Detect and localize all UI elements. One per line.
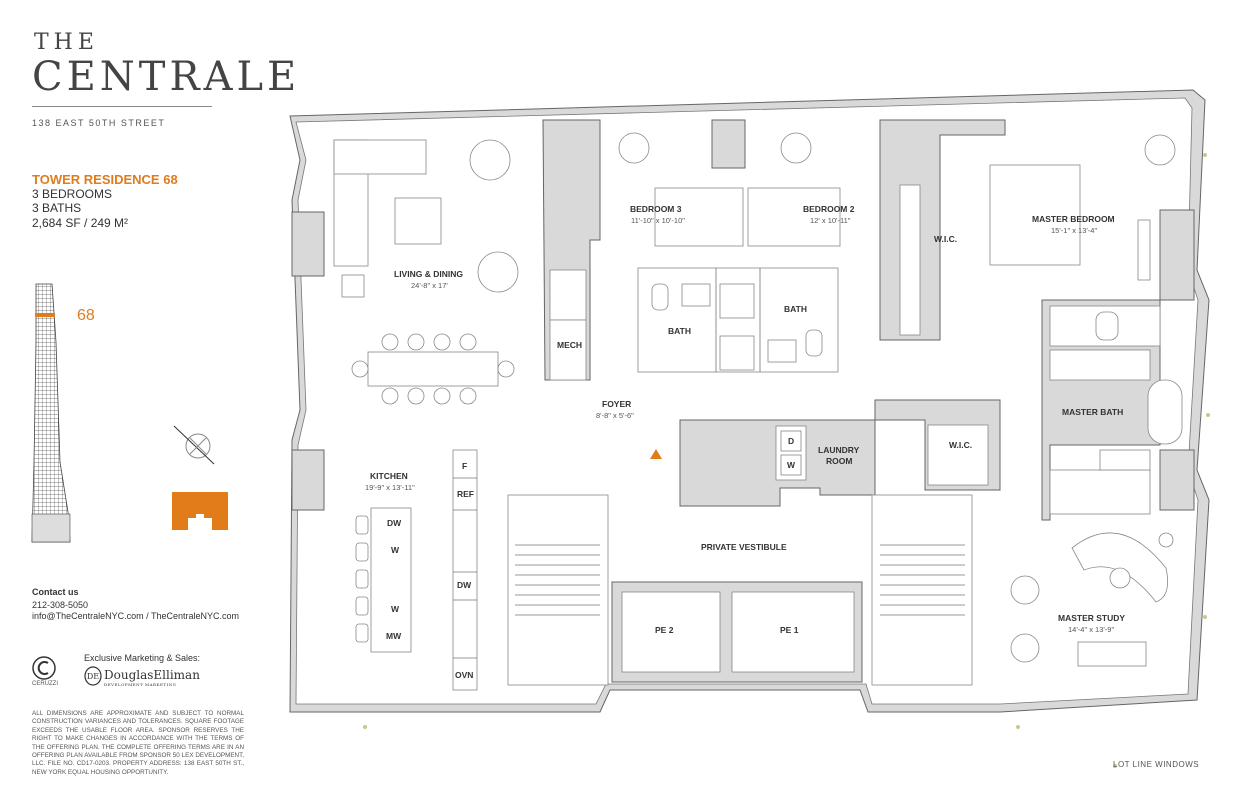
room-label-mech: MECH [557,340,582,350]
room-dim-master-study: 14'-4" x 13'-9" [1068,625,1114,634]
room-label-pe2: PE 2 [655,625,674,635]
room-label-living: LIVING & DINING [394,269,463,279]
window-bay [1159,209,1195,301]
room-label-bath2: BATH [784,304,807,314]
closet-shelving [549,269,587,321]
room-dim-bedroom3: 11'-10" x 10'-10" [631,216,685,225]
tower-elevation-icon [31,283,71,543]
appliance-label-w1: W [391,545,400,555]
room-label-foyer: FOYER [602,399,631,409]
douglas-elliman-logo-icon: DE [84,666,102,686]
room-label-laundry-1: LAUNDRY [818,445,860,455]
room-label-private-vestibule: PRIVATE VESTIBULE [701,542,787,552]
dining-chairs [351,333,515,405]
room-label-bedroom3: BEDROOM 3 [630,204,682,214]
bedroom-chair [1144,134,1176,166]
armchair [477,251,519,293]
ceruzzi-label: CERUZZI [32,681,58,687]
contact-heading: Contact us [32,587,79,597]
window-bay [291,211,325,277]
contact-web[interactable]: info@TheCentraleNYC.com / TheCentraleNYC… [32,611,240,621]
room-dim-living: 24'-8" x 17' [411,281,448,290]
appliance-label-f: F [462,461,467,471]
appliance-label-ovn: OVN [455,670,473,680]
appliance-label-dw-counter: DW [457,580,472,590]
logo-divider [32,106,212,107]
bed-2 [747,187,841,247]
appliance-label-ref: REF [457,489,474,499]
appliance-label-mw: MW [386,631,402,641]
bathtub [1147,379,1183,445]
closet-shelving [899,184,921,336]
room-label-kitchen: KITCHEN [370,471,408,481]
room-label-master-study: MASTER STUDY [1058,613,1125,623]
master-bed [989,164,1081,266]
bar-stools [355,515,369,643]
floor-68-marker [35,313,55,317]
curved-sofa [1071,532,1169,603]
room-dim-bedroom2: 12' x 10'-11" [810,216,851,225]
bed-3 [654,187,744,247]
residence-title: TOWER RESIDENCE 68 [32,172,178,187]
stair-treads-left [515,544,600,616]
room-dim-kitchen: 19'-9" x 13'-11" [365,483,415,492]
study-chair [1010,575,1040,605]
window-bay [1159,449,1195,511]
appliance-label-dw-island: DW [387,518,402,528]
coffee-table [394,197,442,245]
svg-text:DE: DE [87,672,99,681]
contact-phone[interactable]: 212-308-5050 [32,600,89,610]
room-label-laundry-2: ROOM [826,456,852,466]
ceruzzi-logo-icon [32,656,56,680]
window-bay [291,449,325,511]
bedrooms-count: 3 BEDROOMS [32,187,113,201]
bedroom-chair [780,132,812,164]
lot-line-window-markers [363,153,1210,768]
address: 138 EAST 50TH STREET [32,118,166,128]
kitchen-island [370,507,412,653]
logo-name: CENTRALE [32,54,301,100]
stair-left [507,494,609,686]
room-label-master-bedroom: MASTER BEDROOM [1032,214,1115,224]
room-dim-foyer: 8'-8" x 5'-6" [596,411,634,420]
dining-table [367,351,499,387]
entry-marker-icon [650,449,662,459]
stair-treads-right [880,544,965,616]
logo-the: THE [34,30,99,55]
stair-right [871,494,973,686]
lot-line-legend: LOT LINE WINDOWS [1113,760,1200,769]
douglas-elliman-wordmark: DouglasElliman DEVELOPMENT MARKETING [104,668,200,687]
room-label-wic1: W.I.C. [934,234,957,244]
room-dim-master-bedroom: 15'-1" x 13'-4" [1051,226,1097,235]
area: 2,684 SF / 249 M² [32,216,129,230]
elevator-pe1 [731,591,855,673]
appliance-label-d: D [788,436,794,446]
armchair [469,139,511,181]
bedroom-chair [618,132,650,164]
appliance-label-w2: W [391,604,400,614]
douglas-elliman-name: DouglasElliman [104,668,200,682]
study-desk [1077,641,1147,667]
key-plan-icon [172,492,228,530]
dresser [1137,219,1151,281]
room-label-master-bath: MASTER BATH [1062,407,1123,417]
room-label-bedroom2: BEDROOM 2 [803,204,855,214]
floor-number: 68 [77,307,95,324]
room-label-bath1: BATH [668,326,691,336]
mech-room-box [549,319,587,381]
douglas-elliman-sub: DEVELOPMENT MARKETING [104,682,177,687]
compass-icon [173,425,215,465]
legal-disclaimer: ALL DIMENSIONS ARE APPROXIMATE AND SUBJE… [32,710,244,776]
elevator-pe2 [621,591,721,673]
baths-count: 3 BATHS [32,201,82,215]
room-label-wic2: W.I.C. [949,440,972,450]
kitchen-counter [452,449,478,691]
room-label-pe1: PE 1 [780,625,799,635]
wall-segment [711,119,746,169]
appliance-label-w-laundry: W [787,460,796,470]
study-chair [1010,633,1040,663]
marketing-label: Exclusive Marketing & Sales: [84,653,201,663]
